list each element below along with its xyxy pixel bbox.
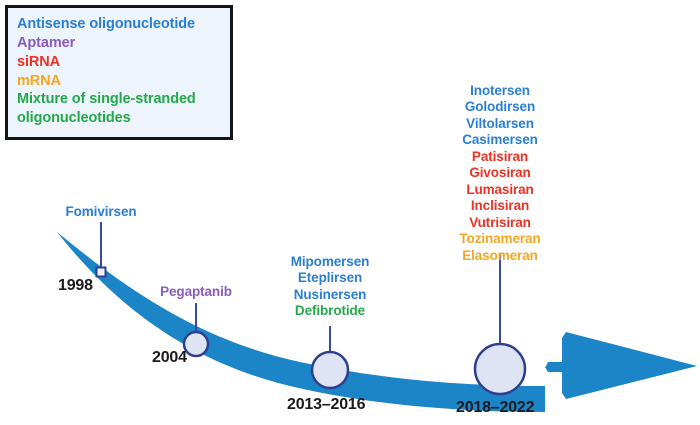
drug-name-inotersen: Inotersen [470,83,530,98]
drug-name-patisiran: Patisiran [471,148,529,164]
drug-name-inclisiran: Inclisiran [470,198,530,214]
drug-name-mipomersen: Mipomersen [290,254,370,269]
legend-box: Antisense oligonucleotide Aptamer siRNA … [5,5,233,141]
year-label-2013-2016: 2013–2016 [287,396,366,413]
legend-item-aptamer: Aptamer [17,34,76,51]
drug-label-group-2013-2016: Mipomersen Eteplirsen Nusinersen Defibro… [260,254,400,320]
drug-name-pegaptanib: Pegaptanib [160,284,232,299]
legend-item-sirna: siRNA [17,53,61,70]
legend-item-antisense-oligonucleotide: Antisense oligonucleotide [17,16,195,32]
drug-name-nusinersen: Nusinersen [293,286,367,302]
arrow-shape [57,232,697,412]
drug-label-group-2018-2022: Inotersen Golodirsen Viltolarsen Casimer… [430,83,570,264]
milestone-node-2018-2022[interactable] [473,342,527,396]
year-label-1998: 1998 [58,277,93,294]
drug-label-group-1998: Fomivirsen [46,204,156,220]
milestone-node-1998[interactable] [95,266,107,278]
milestone-node-2013-2016[interactable] [310,350,350,390]
drug-name-vutrisiran: Vutrisiran [469,214,531,230]
milestone-node-2004[interactable] [182,330,210,358]
drug-name-viltolarsen: Viltolarsen [466,115,534,131]
drug-name-eteplirsen: Eteplirsen [297,270,363,286]
drug-name-lumasiran: Lumasiran [466,181,534,197]
legend-item-mixture-single-stranded-oligonucleotides: Mixture of single-stranded oligonucleoti… [17,91,196,127]
drug-name-golodirsen: Golodirsen [464,99,536,115]
legend-item-mrna: mRNA [17,72,61,89]
drug-name-casimersen: Casimersen [462,132,538,148]
drug-name-tozinameran: Tozinameran [459,231,541,247]
year-label-2018-2022: 2018–2022 [456,399,535,416]
drug-name-elasomeran: Elasomeran [462,247,538,263]
drug-name-givosiran: Givosiran [469,165,531,181]
drug-name-defibrotide: Defibrotide [294,303,366,319]
year-label-2004: 2004 [152,349,187,366]
drug-label-group-2004: Pegaptanib [141,284,251,300]
drug-name-fomivirsen: Fomivirsen [65,204,137,219]
